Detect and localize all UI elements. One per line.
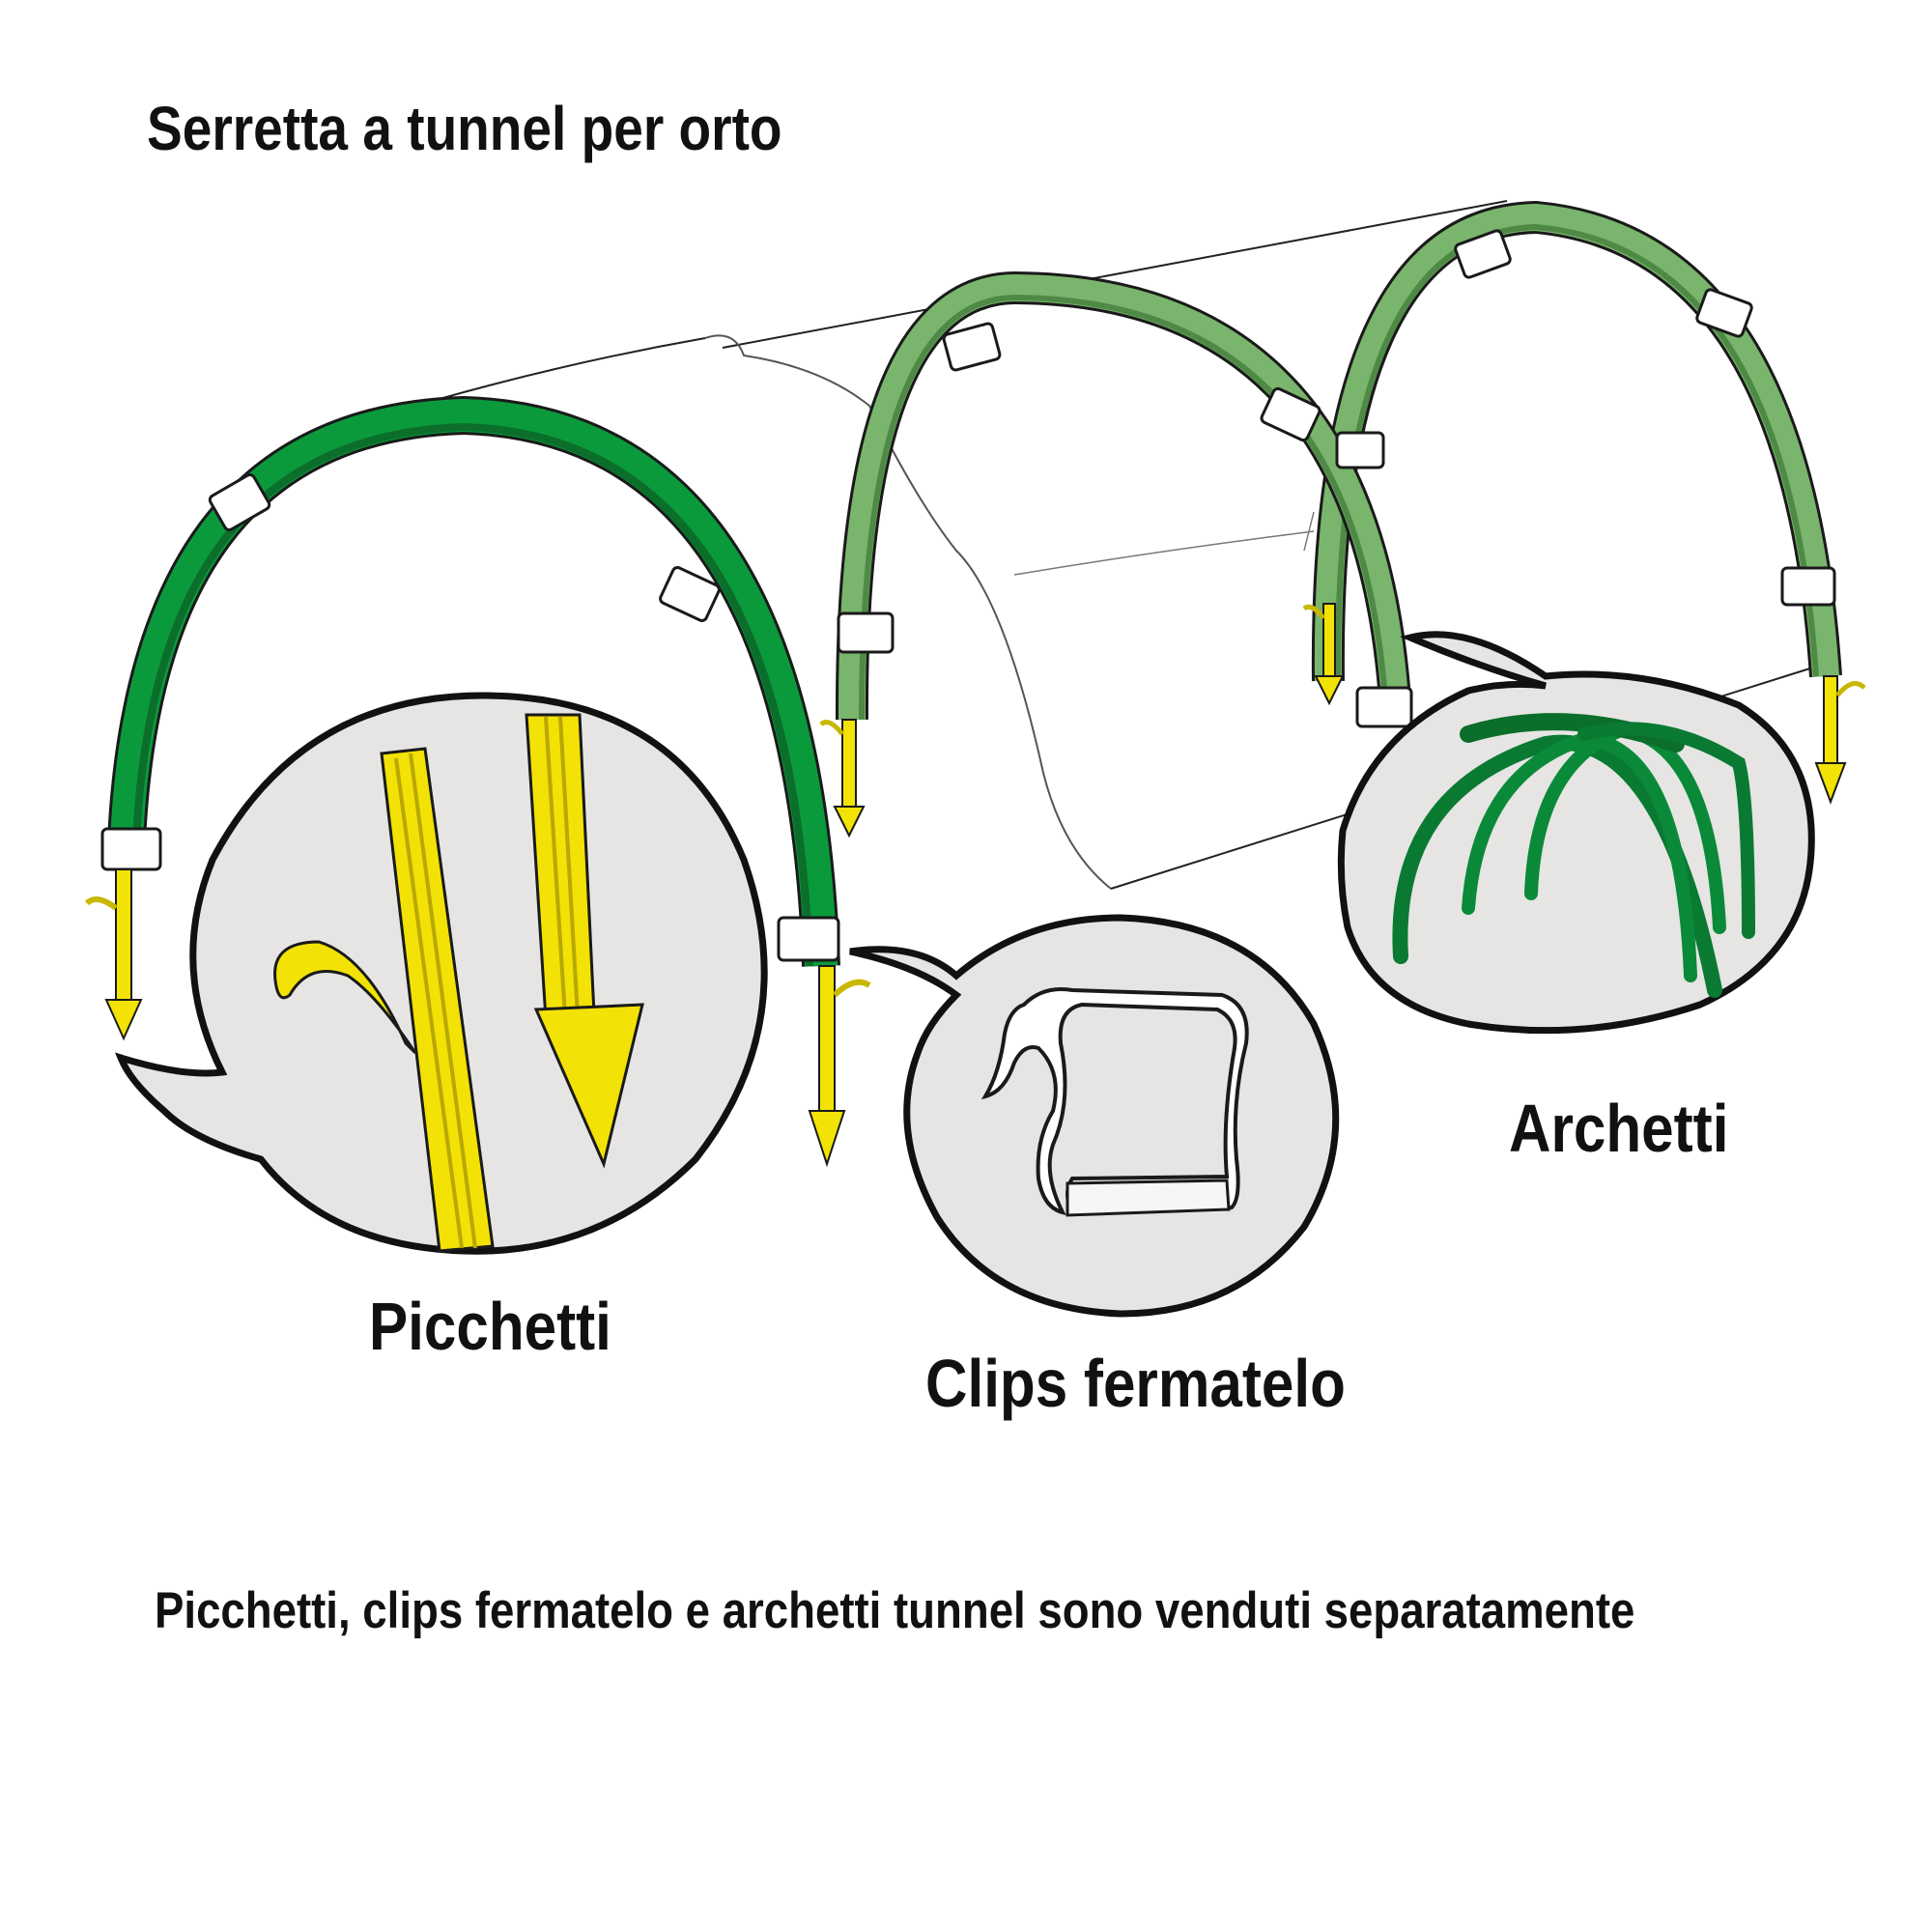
stake-middle-left — [819, 719, 866, 838]
clips-on-arches — [100, 229, 1836, 962]
page-title: Serretta a tunnel per orto — [147, 94, 782, 163]
arches-bundle-detail — [1392, 713, 1755, 998]
label-clips-fermatelo: Clips fermatelo — [925, 1346, 1346, 1421]
callout-bubble-clips — [849, 914, 1340, 1318]
stake-back-right — [1814, 675, 1866, 805]
label-archetti: Archetti — [1509, 1091, 1729, 1166]
stake-detail-left — [273, 747, 495, 1253]
clip-detail — [980, 987, 1249, 1217]
arch-front — [106, 395, 840, 967]
stake-detail-right — [525, 713, 644, 1169]
stake-front-right — [808, 965, 871, 1168]
sold-separately-note: Picchetti, clips fermatelo e archetti tu… — [155, 1582, 1635, 1639]
stakes — [84, 603, 1866, 1168]
stake-front-left — [84, 868, 143, 1041]
callout-bubble-archetti — [1337, 631, 1815, 1035]
callout-bubble-picchetti — [115, 692, 768, 1255]
arch-middle — [835, 270, 1412, 721]
label-picchetti: Picchetti — [369, 1289, 611, 1364]
arch-back — [1311, 200, 1842, 682]
stake-back-left — [1302, 603, 1345, 706]
